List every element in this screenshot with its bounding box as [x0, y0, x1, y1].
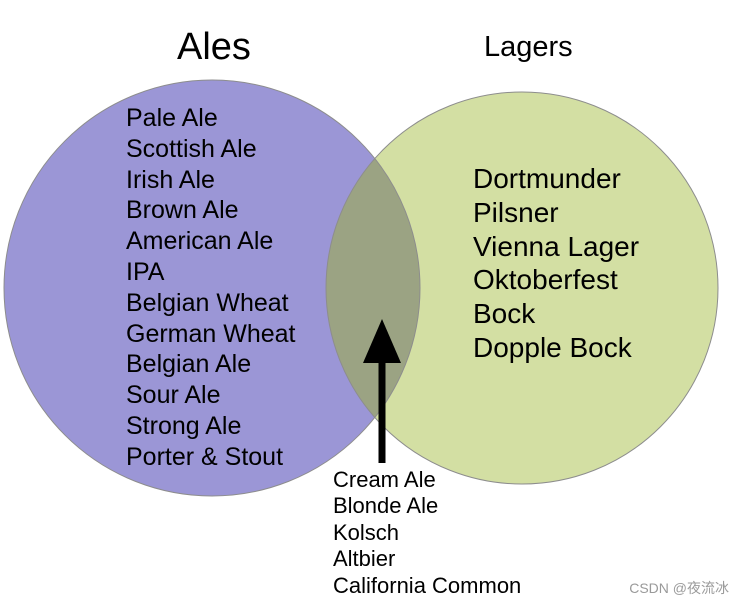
- lagers-circle: [326, 92, 718, 484]
- lagers-list: Dortmunder Pilsner Vienna Lager Oktoberf…: [473, 162, 639, 365]
- lagers-item: Vienna Lager: [473, 230, 640, 262]
- lagers-item: Bock: [473, 298, 536, 330]
- ales-circle: [4, 80, 420, 496]
- ales-title: Ales: [177, 26, 251, 68]
- ales-item: Sour Ale: [126, 381, 221, 410]
- up-arrow-icon: [363, 319, 401, 463]
- both-styles-item: Kolsch: [333, 519, 400, 545]
- ales-item: IPA: [126, 257, 165, 286]
- lagers-item: Dortmunder: [473, 163, 621, 194]
- lagers-title: Lagers: [484, 31, 573, 63]
- ales-item: Pale Ale: [126, 104, 218, 132]
- ales-item: Belgian Ale: [126, 350, 252, 379]
- ales-item: Brown Ale: [126, 196, 239, 225]
- both-styles-item: California Common: [333, 572, 522, 598]
- ales-item: American Ale: [126, 227, 274, 256]
- ales-list: Pale Ale Scottish Ale Irish Ale Brown Al…: [126, 103, 296, 473]
- ales-circle-outline: [3, 79, 421, 497]
- ales-item: Strong Ale: [126, 411, 242, 440]
- ales-item: Porter & Stout: [126, 442, 284, 471]
- both-styles-item: Blonde Ale: [333, 493, 439, 519]
- lagers-item: Dopple Bock: [473, 331, 632, 363]
- ales-item: German Wheat: [126, 319, 296, 348]
- both-styles-item: Altbier: [333, 546, 396, 572]
- both-styles-item: Cream Ale: [333, 467, 436, 492]
- both-styles-list: Cream Ale Blonde Ale Kolsch Altbier Cali…: [333, 467, 521, 599]
- watermark-text: CSDN @夜流冰: [629, 580, 729, 596]
- lagers-item: Oktoberfest: [473, 264, 618, 296]
- ales-item: Irish Ale: [126, 165, 215, 194]
- lagers-circle-outline: [325, 91, 719, 485]
- ales-item: Scottish Ale: [126, 134, 257, 163]
- lagers-item: Pilsner: [473, 196, 559, 228]
- ales-item: Belgian Wheat: [126, 288, 289, 317]
